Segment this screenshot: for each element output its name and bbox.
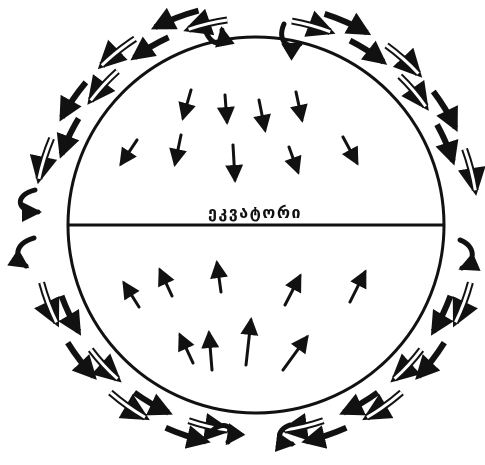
curved-arrow-icon xyxy=(20,190,38,212)
circulation-arrow-icon xyxy=(166,428,206,442)
curved-arrow-icon xyxy=(18,238,34,266)
circulation-arrow-icon xyxy=(62,82,86,117)
circulation-arrow-icon xyxy=(42,283,57,323)
curved-arrow-icon xyxy=(282,24,300,46)
wind-arrow-icon xyxy=(124,283,139,307)
wind-arrow-icon xyxy=(175,135,181,164)
curved-arrow-icon xyxy=(205,30,222,43)
circulation-arrow-icon xyxy=(91,71,118,100)
inner-wind-arrows xyxy=(121,90,365,370)
circulation-arrow-icon xyxy=(433,296,450,332)
wind-arrow-icon xyxy=(183,90,191,118)
wind-arrow-icon xyxy=(343,137,357,163)
curved-arrows xyxy=(18,24,472,444)
wind-arrow-icon xyxy=(225,95,227,122)
circulation-arrow-icon xyxy=(134,37,168,57)
circulation-arrow-icon xyxy=(62,296,79,332)
wind-arrow-icon xyxy=(283,337,307,370)
circulation-arrow-icon xyxy=(418,343,444,377)
circulation-arrow-icon xyxy=(68,343,94,377)
circulation-arrow-icon xyxy=(400,76,426,106)
circulation-arrow-icon xyxy=(39,138,52,179)
circulation-arrow-icon xyxy=(465,149,476,190)
curved-arrow-icon xyxy=(213,426,231,442)
circulation-arrow-icon xyxy=(344,393,378,413)
wind-arrow-icon xyxy=(209,333,212,370)
wind-arrow-icon xyxy=(350,272,365,302)
circulation-arrow-icon xyxy=(306,428,346,442)
circulation-arrow-icon xyxy=(325,14,367,33)
globe: ეკვატორი xyxy=(68,37,444,413)
circulation-arrow-icon xyxy=(134,393,168,413)
circulation-arrow-icon xyxy=(102,39,135,66)
wind-arrow-icon xyxy=(246,320,251,365)
circulation-arrow-icon xyxy=(350,41,383,62)
wind-arrow-icon xyxy=(285,276,300,305)
circulation-arrow-icon xyxy=(62,118,79,154)
wind-arrow-icon xyxy=(233,145,235,180)
wind-arrow-icon xyxy=(121,140,137,164)
wind-arrow-icon xyxy=(259,100,265,130)
wind-arrow-icon xyxy=(289,147,298,172)
wind-arrow-icon xyxy=(160,270,172,296)
curved-arrow-icon xyxy=(460,240,472,268)
wind-arrow-icon xyxy=(296,92,302,120)
circulation-arrow-icon xyxy=(456,283,471,323)
circulation-arrow-icon xyxy=(292,21,330,32)
equator-label: ეკვატორი xyxy=(208,203,302,222)
circulation-arrow-icon xyxy=(433,91,455,127)
wind-arrow-icon xyxy=(180,335,193,363)
circulation-arrow-icon xyxy=(437,125,453,161)
wind-arrow-icon xyxy=(217,263,221,292)
circulation-arrow-icon xyxy=(387,45,419,73)
